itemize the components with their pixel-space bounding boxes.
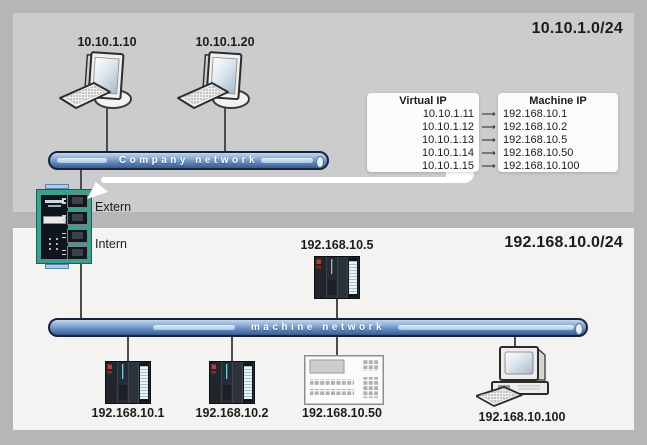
plc-top-icon [314, 256, 360, 304]
nat-row-machine: 192.168.10.2 [503, 121, 568, 133]
plc2-ip-label: 192.168.10.2 [195, 406, 269, 420]
machine-pc-icon [475, 346, 562, 415]
wire-machine-bus-to-pc [514, 337, 516, 349]
wire-plc-top-to-machine-bus [336, 299, 338, 319]
hmi-panel-icon [304, 355, 384, 410]
arrow-right-icon: ⟶ [481, 122, 496, 133]
company-subnet-label: 10.10.1.0/24 [531, 20, 623, 37]
nat-table-grid: Virtual IP Machine IP 10.10.1.11 ⟶ 192.1… [367, 93, 618, 172]
ethernet-port-icon [62, 228, 88, 243]
router-label-strip [43, 215, 66, 224]
company-bus-label: Company network [118, 155, 259, 166]
bus-highlight [57, 158, 107, 163]
machine-ip-header: Machine IP [529, 95, 587, 107]
wire-company-bus-to-router [80, 170, 82, 190]
arrow-right-icon: ⟶ [481, 135, 496, 146]
mount-clip [45, 184, 69, 189]
mount-clip [45, 264, 69, 269]
nat-row-machine: 192.168.10.5 [503, 134, 568, 146]
bus-highlight [398, 325, 574, 330]
nat-row-machine: 192.168.10.1 [503, 108, 568, 120]
router-brand-mark [48, 205, 61, 207]
plc2-icon [209, 361, 255, 409]
pc1-ip-label: 10.10.1.10 [77, 35, 137, 49]
virtual-ip-box [367, 93, 479, 172]
ethernet-port-icon [62, 194, 88, 208]
nat-row-virtual: 10.10.1.13 [422, 134, 474, 146]
plc-top-ip-label: 192.168.10.5 [300, 238, 374, 252]
virtual-ip-header: Virtual IP [399, 95, 447, 107]
machine-ip-box [498, 93, 618, 172]
wire-machine-bus-to-plc1 [127, 337, 129, 363]
router-front-panel [41, 195, 68, 259]
bus-endcap [316, 155, 324, 168]
wire-pc1-to-company-bus [106, 104, 108, 152]
router-brand-mark [45, 200, 64, 203]
nat-row-machine: 192.168.10.50 [503, 147, 574, 159]
extern-port-label: Extern [95, 200, 132, 214]
pc1-workstation-icon [58, 50, 146, 125]
router-port-column [62, 194, 90, 260]
pc2-workstation-icon [176, 50, 264, 125]
arrow-right-icon: ⟶ [481, 109, 496, 120]
router-status-leds [49, 238, 51, 240]
nat-row-machine: 192.168.10.100 [503, 160, 580, 172]
wire-pc2-to-company-bus [224, 104, 226, 152]
machine-subnet-label: 192.168.10.0/24 [504, 234, 623, 251]
wire-machine-bus-to-plc2 [231, 337, 233, 363]
nat-row-virtual: 10.10.1.12 [422, 121, 474, 133]
nat-row-virtual: 10.10.1.15 [422, 160, 474, 172]
wire-router-to-machine-bus [80, 262, 82, 319]
plc1-ip-label: 192.168.10.1 [91, 406, 165, 420]
ethernet-port-icon [62, 245, 88, 260]
callout-connector-corner [446, 169, 474, 183]
nat-mapping-table: Virtual IP Machine IP 10.10.1.11 ⟶ 192.1… [367, 93, 618, 172]
nat-row-virtual: 10.10.1.11 [422, 108, 474, 120]
arrow-right-icon: ⟶ [481, 161, 496, 172]
nat-router [36, 184, 92, 269]
bus-endcap [575, 322, 583, 335]
machine-bus-label: machine network [250, 322, 386, 333]
bus-highlight [153, 325, 235, 330]
pc2-ip-label: 10.10.1.20 [195, 35, 255, 49]
machine-pc-ip-label: 192.168.10.100 [478, 410, 566, 424]
wire-machine-bus-to-hmi [336, 337, 338, 358]
bus-highlight [261, 158, 313, 163]
hmi-ip-label: 192.168.10.50 [302, 406, 382, 420]
ethernet-port-icon [62, 211, 88, 226]
company-network-bus: Company network [48, 151, 329, 170]
arrow-right-icon: ⟶ [481, 148, 496, 159]
machine-network-bus: machine network [48, 318, 588, 337]
intern-port-label: Intern [95, 237, 127, 251]
nat-row-virtual: 10.10.1.14 [422, 147, 474, 159]
callout-connector-line [101, 177, 462, 183]
plc1-icon [105, 361, 151, 409]
